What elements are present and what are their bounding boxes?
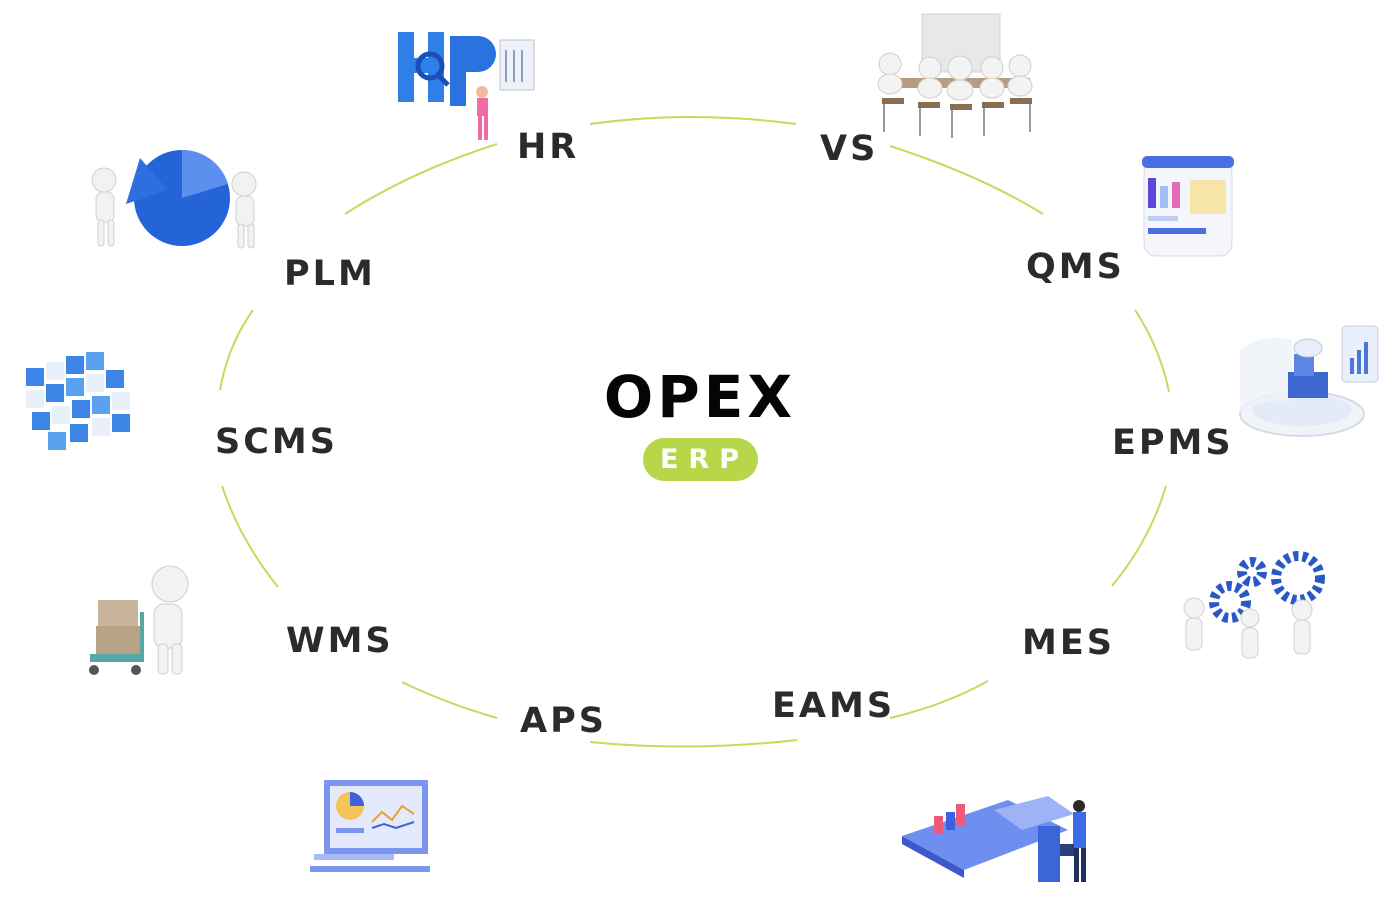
module-label-hr: HR [517,127,580,167]
module-label-mes: MES [1022,623,1115,663]
meeting-room-icon [877,13,1033,138]
module-label-epms: EPMS [1112,423,1234,463]
center-title: OPEX [603,363,797,431]
gears-team-icon [1183,551,1325,659]
ring-segment-mes-eams [889,680,989,719]
hr-letters-icon [398,32,535,140]
module-label-qms: QMS [1026,247,1125,287]
ring-segment-aps-wms [401,681,498,719]
clipboard-chart-icon [1142,156,1234,257]
module-label-scms: SCMS [215,422,338,462]
module-label-vs: VS [820,129,879,169]
cube-blocks-icon [26,352,130,450]
hand-truck-icon [89,565,189,675]
module-label-eams: EAMS [772,686,896,726]
hologram-platform-icon [1239,325,1379,437]
ring-segment-qms-epms [1134,309,1170,393]
ring-segment-vs-qms [889,145,1044,215]
pie-chart-figures-icon [91,149,257,249]
ring-segment-epms-mes [1111,485,1167,587]
analytics-desk-icon [902,796,1086,882]
dashboard-monitor-icon [310,780,430,872]
ring-segment-wms-scms [221,485,279,588]
ring-segment-plm-hr [344,143,498,215]
ring-segment-eams-aps [589,739,798,748]
module-label-plm: PLM [284,254,376,294]
ring-segment-hr-vs [589,116,797,125]
module-label-wms: WMS [286,621,394,661]
ring-segment-scms-plm [219,309,254,391]
module-label-aps: APS [520,701,607,741]
center-badge: ERP [643,438,758,481]
